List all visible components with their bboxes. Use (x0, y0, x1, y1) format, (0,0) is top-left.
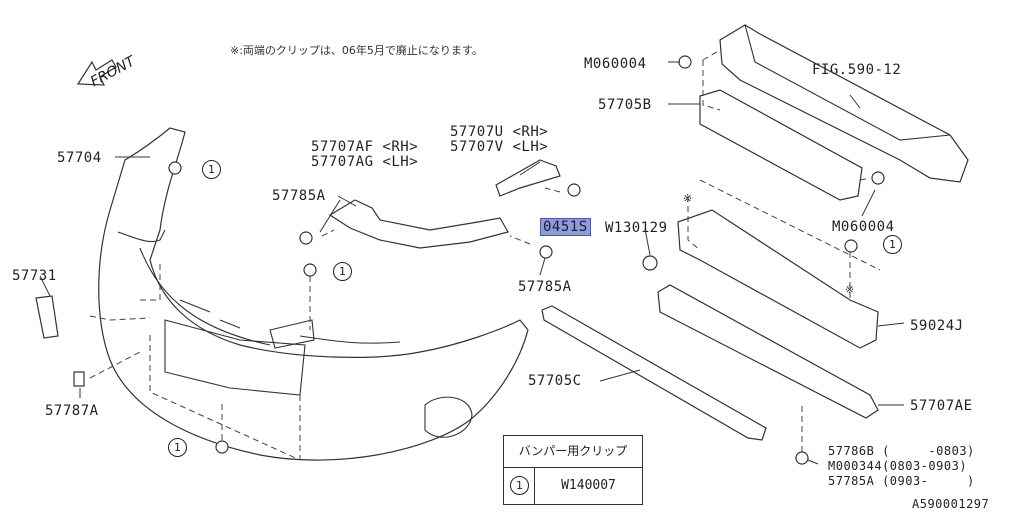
clip-57787a (73, 371, 85, 387)
label-57786b[interactable]: 57786B ( -0803) (828, 444, 975, 458)
bracket-57707af (328, 199, 509, 249)
label-57705b[interactable]: 57705B (598, 97, 652, 113)
drawing-id: A590001297 (912, 497, 990, 511)
bumper-face-57704 (98, 127, 529, 461)
absorber-57705c (541, 305, 767, 441)
label-m060004-right[interactable]: M060004 (832, 219, 895, 235)
discontinuation-note: ※:両端のクリップは、06年5月で廃止になります。 (230, 44, 483, 57)
absorber-57705b (699, 89, 863, 201)
label-57705c[interactable]: 57705C (528, 373, 582, 389)
asterisk-marker: ※ (683, 192, 693, 205)
clip-marker: 1 (333, 262, 352, 281)
beam-57707ae (657, 284, 879, 419)
label-fig-590-12[interactable]: FIG.590-12 (812, 62, 902, 78)
clip-marker: 1 (883, 235, 902, 254)
side-bracket-57731 (35, 295, 59, 339)
bracket-57707u (495, 159, 561, 197)
legend-header: バンパー用クリップ (504, 436, 642, 468)
asterisk-marker: ※ (845, 283, 855, 296)
label-57707af[interactable]: 57707AF <RH> (311, 139, 419, 155)
label-0451s-selected[interactable]: 0451S (540, 218, 591, 236)
label-57785a-bottom[interactable]: 57785A (0903- ) (828, 474, 975, 488)
label-57707v[interactable]: 57707V <LH> (450, 139, 549, 155)
label-57785a-mid[interactable]: 57785A (518, 279, 572, 295)
under-cover-59024j (677, 209, 879, 349)
legend-part-number[interactable]: W140007 (561, 478, 616, 493)
label-59024j[interactable]: 59024J (910, 318, 964, 334)
label-57731[interactable]: 57731 (12, 268, 57, 284)
label-m000344[interactable]: M000344(0803-0903) (828, 459, 968, 473)
label-57707ae[interactable]: 57707AE (910, 398, 973, 414)
label-57787a[interactable]: 57787A (45, 403, 99, 419)
label-57704[interactable]: 57704 (57, 150, 102, 166)
label-m060004-top[interactable]: M060004 (584, 56, 647, 72)
clip-marker: 1 (168, 438, 187, 457)
legend-clip-marker: 1 (510, 476, 529, 495)
reinforcement-beam (719, 24, 969, 183)
clip-marker: 1 (202, 160, 221, 179)
label-57785a-left[interactable]: 57785A (272, 188, 326, 204)
fastener-bolts (168, 55, 885, 465)
label-57707ag[interactable]: 57707AG <LH> (311, 154, 419, 170)
assembly-lines (89, 49, 881, 461)
front-arrow-icon (76, 59, 117, 86)
legend-table: バンパー用クリップ 1 W140007 (503, 435, 643, 505)
leader-lines (39, 61, 905, 465)
label-w130129[interactable]: W130129 (605, 220, 668, 236)
legend-marker-cell: 1 (504, 468, 535, 504)
label-57707u[interactable]: 57707U <RH> (450, 124, 549, 140)
